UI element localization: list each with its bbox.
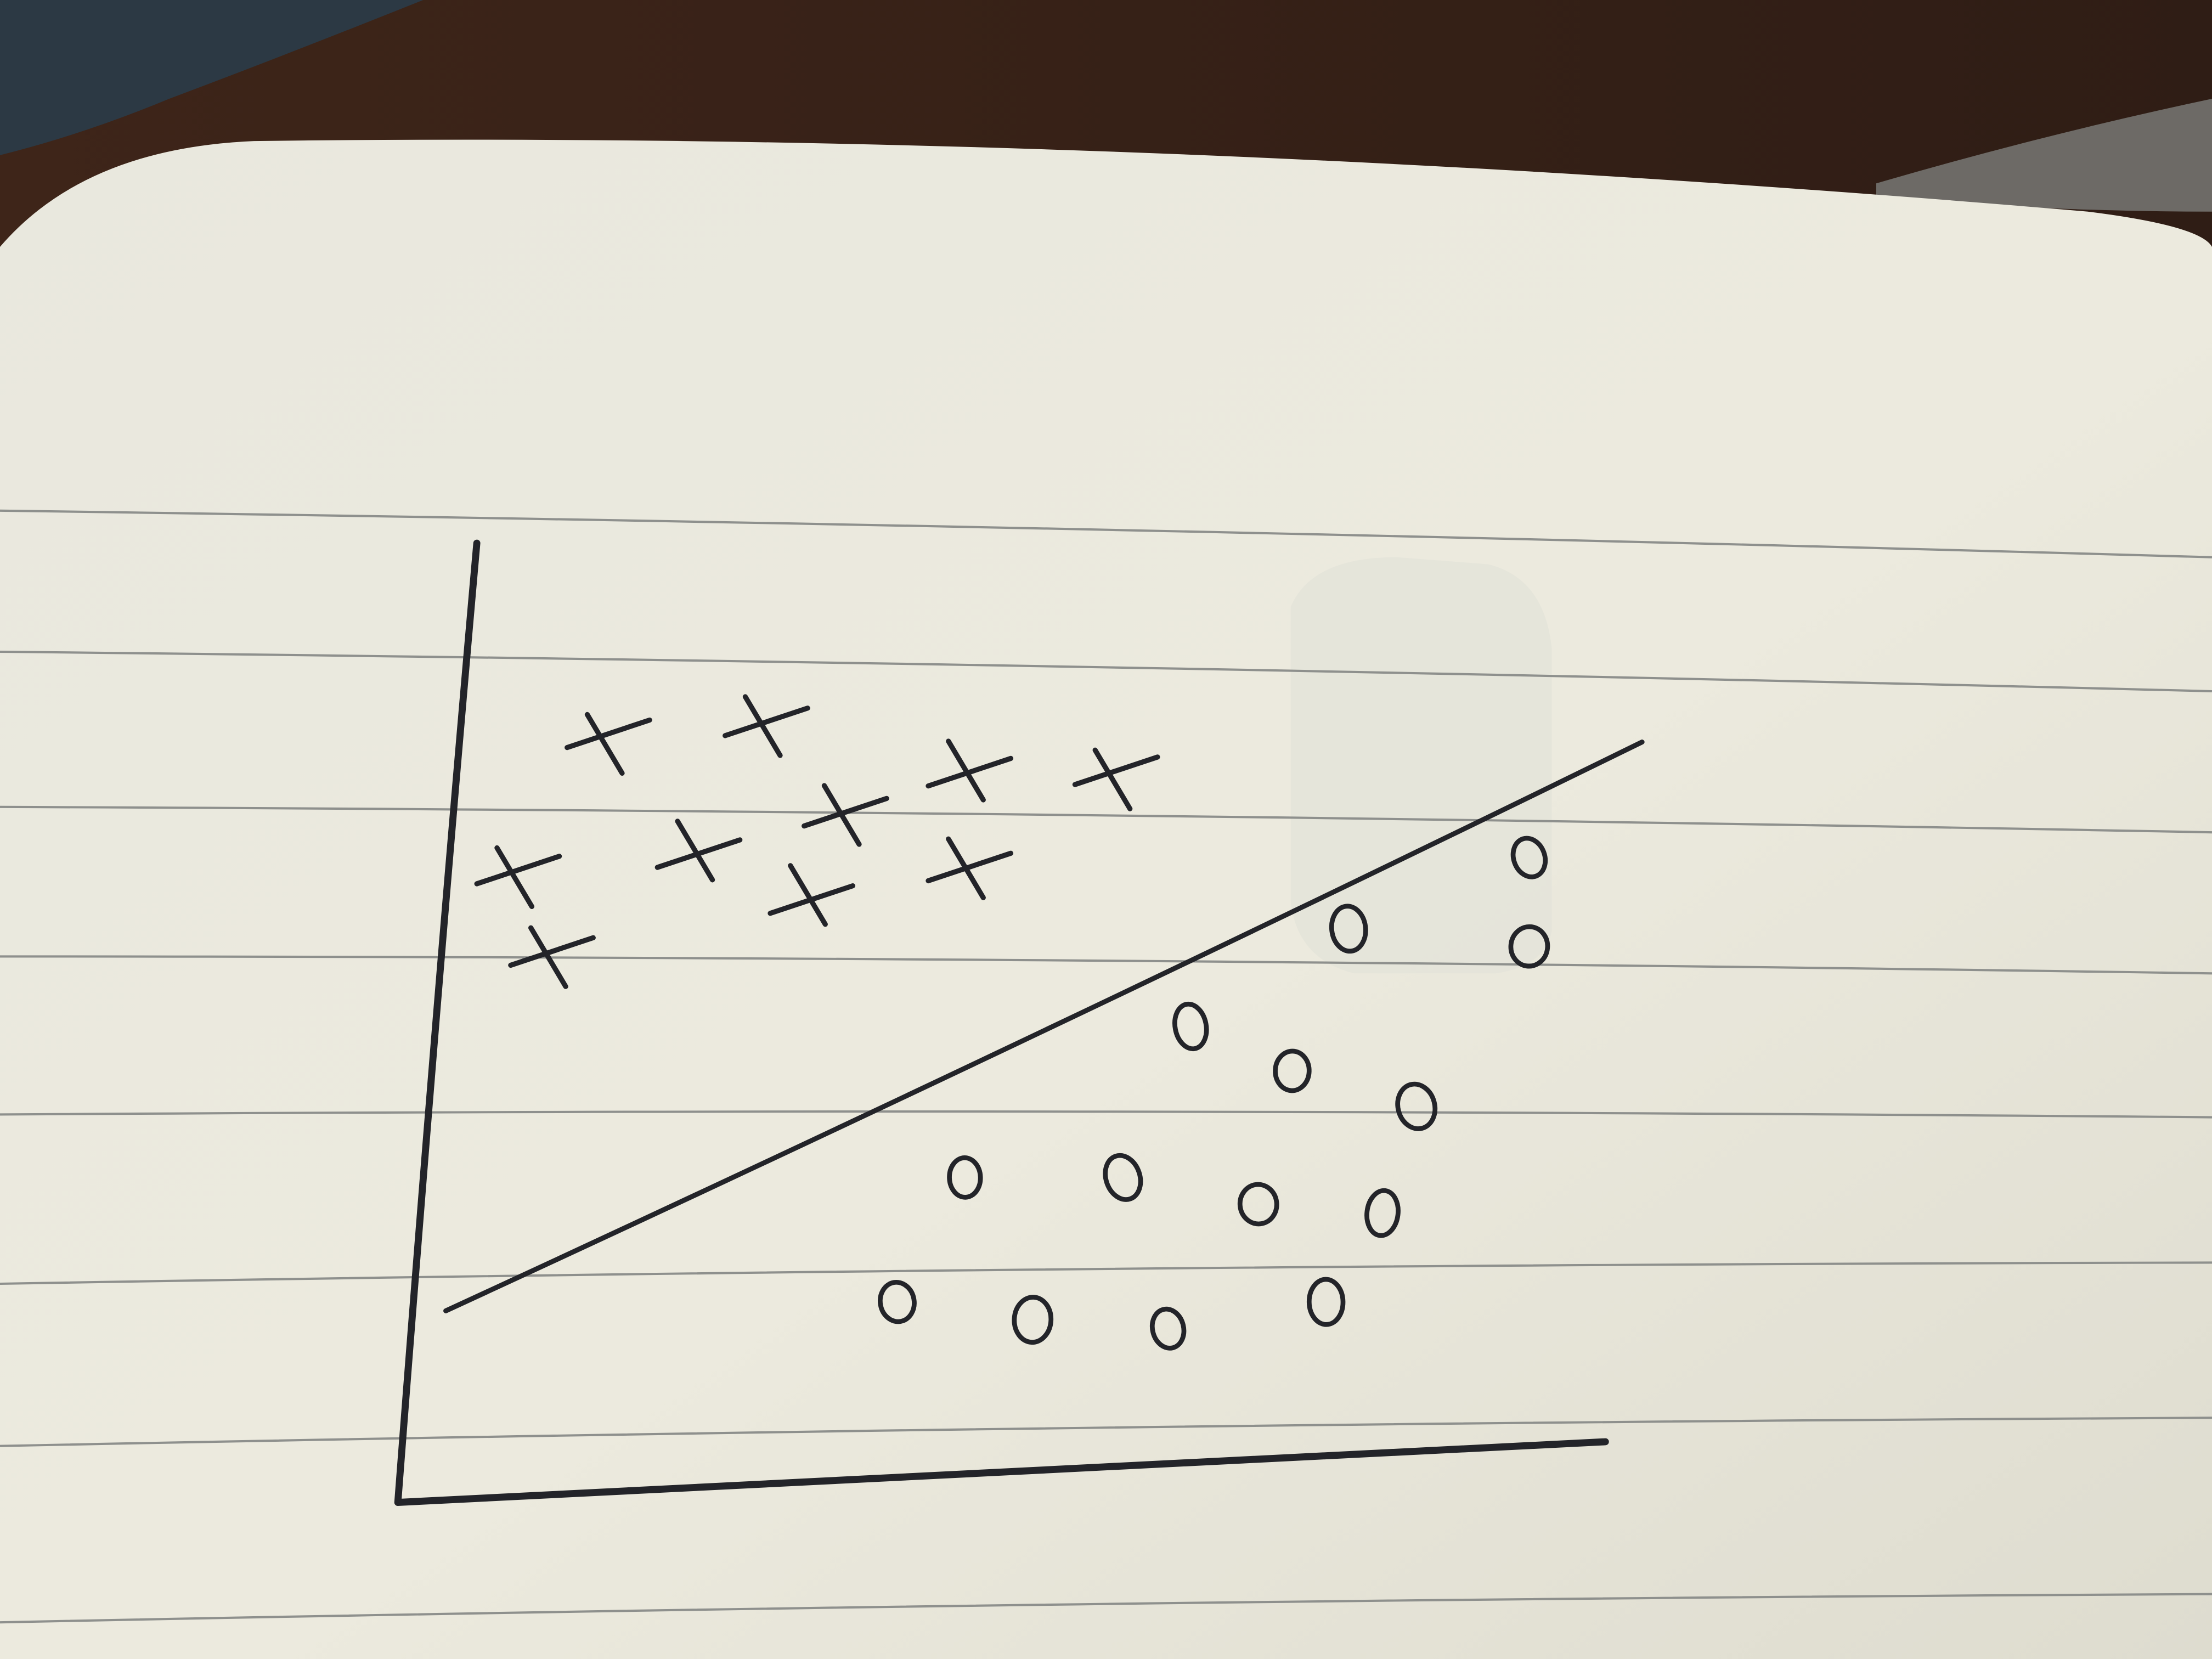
o-marker [947,1155,983,1200]
ruled-line [0,509,2212,558]
sketch-ink [394,539,1645,1506]
x-marker [723,694,810,758]
ruled-line [0,1417,2212,1447]
o-marker [1172,1001,1209,1052]
ruled-line [0,1593,2212,1624]
hand-drawn-axes [394,539,1609,1506]
ruled-line [0,650,2212,693]
o-marker [1508,924,1550,969]
o-marker [878,1279,917,1324]
ruled-line [0,1110,2212,1119]
faint-stain [1290,557,1552,974]
o-marker [1103,1153,1143,1202]
fabric-corner [0,0,424,155]
x-marker [654,819,743,883]
o-marker [1237,1182,1279,1227]
decision-boundary-line [443,740,1645,1313]
ruled-line [0,955,2212,975]
o-marker [1012,1295,1054,1345]
o-marker [1395,1081,1438,1131]
x-marker [565,712,652,776]
o-marker [1306,1277,1346,1327]
notebook-page [0,139,2212,1659]
x-marker [474,845,562,910]
x-marker [1072,747,1160,811]
x-marker [508,925,596,989]
o-marker [1149,1306,1187,1351]
o-marker [1273,1048,1312,1093]
x-marker [768,863,856,927]
x-marker [926,836,1014,900]
o-marker [1510,836,1548,879]
x-marker [802,783,889,847]
ruled-line [0,805,2212,834]
ruled-lines [0,509,2212,1624]
o-marker [1329,904,1368,954]
x-marker [926,738,1014,803]
page-stack-edge [1876,99,2212,212]
ruled-line [0,1261,2212,1285]
o-marker [1364,1188,1401,1238]
